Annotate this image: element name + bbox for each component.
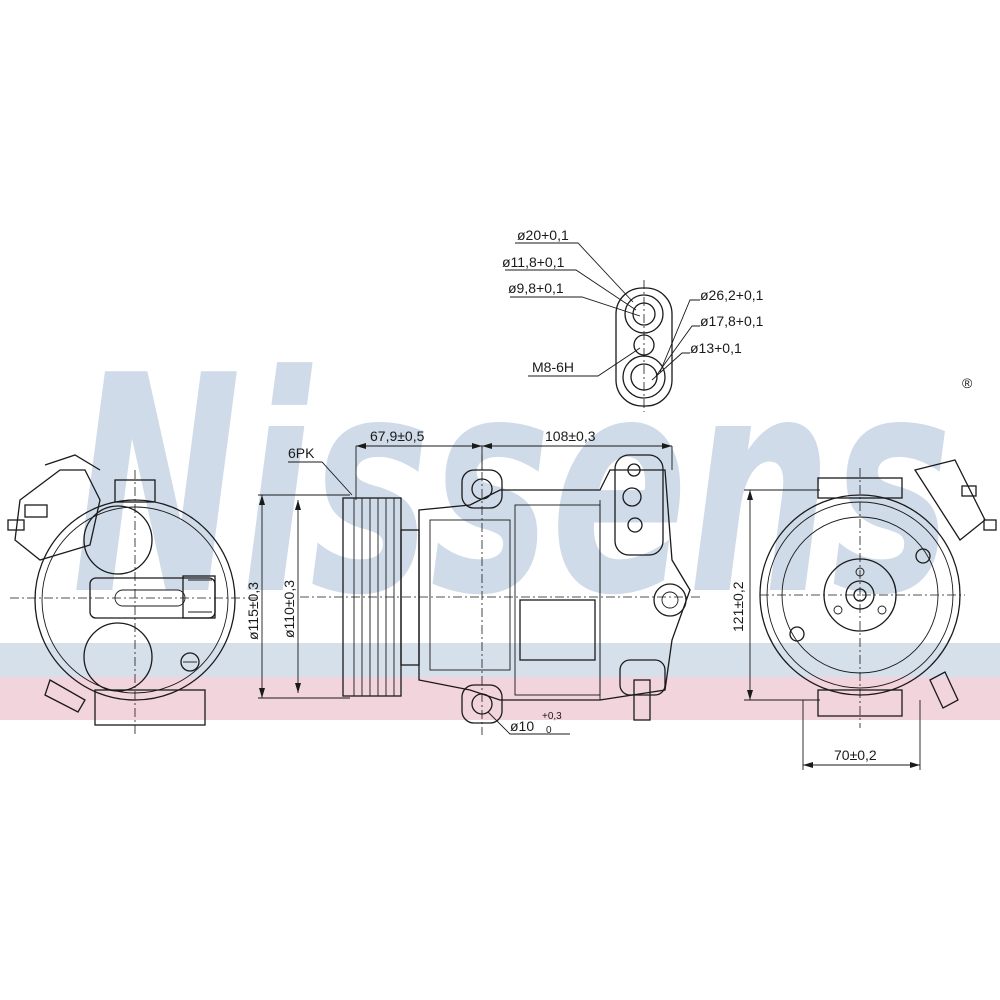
dim-height: 121±0,2 (730, 581, 746, 632)
dim-hole-tol-upper: +0,3 (542, 711, 562, 722)
belt-label: 6PK (288, 445, 315, 461)
front-dimension-lines (744, 489, 921, 770)
dim-width: 70±0,2 (834, 747, 877, 763)
dim-hole-tol-lower: 0 (546, 725, 552, 736)
port2-dim-middle: ø17,8+0,1 (700, 313, 764, 329)
dim-hole: ø10 (510, 718, 534, 734)
side-view (300, 454, 700, 735)
dim-pulley-inner: ø110±0,3 (281, 580, 297, 638)
dim-pulley-offset: 67,9±0,5 (370, 428, 425, 444)
port2-dim-outer: ø26,2+0,1 (700, 287, 764, 303)
rear-view (7, 454, 258, 735)
port2-dim-inner: ø13+0,1 (690, 340, 742, 356)
port-detail (505, 242, 700, 412)
port1-dim-inner: ø9,8+0,1 (508, 280, 564, 296)
registered-mark-icon: ® (962, 375, 973, 391)
port1-dim-middle: ø11,8+0,1 (502, 254, 565, 270)
dimension-lines (258, 443, 673, 735)
dim-mount-spacing: 108±0,3 (545, 428, 596, 444)
thread-label: M8-6H (532, 359, 574, 375)
port1-dim-outer: ø20+0,1 (517, 227, 569, 243)
dim-pulley-outer: ø115±0,3 (245, 582, 261, 640)
brand-watermark: Nissens (72, 312, 952, 661)
background-band-blue (0, 643, 1000, 677)
front-view (759, 459, 997, 728)
